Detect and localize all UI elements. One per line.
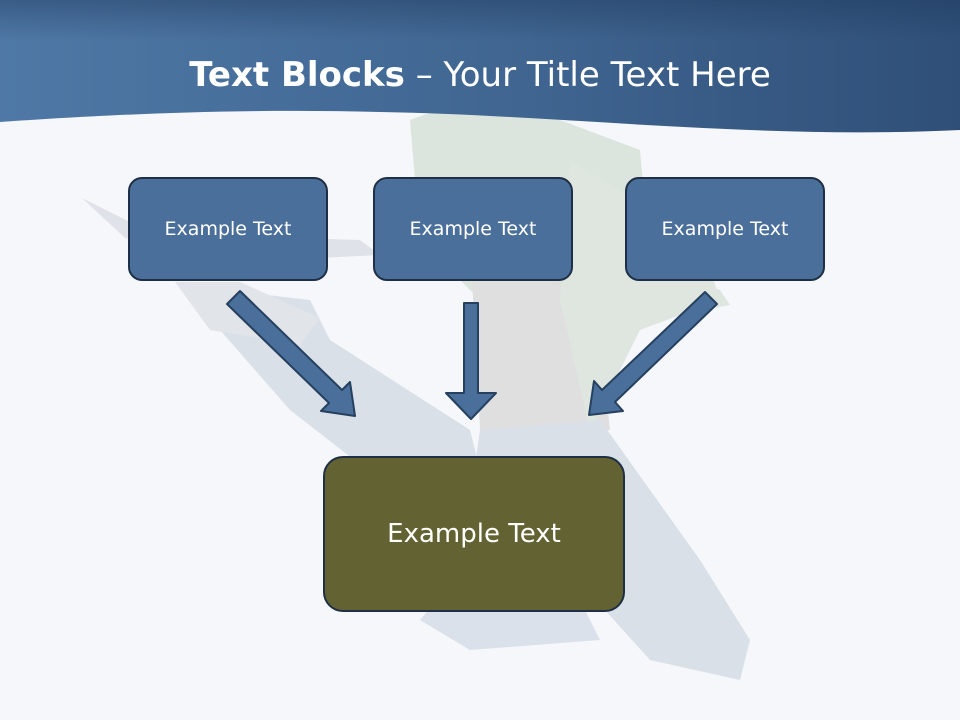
- text-box-middle[interactable]: Example Text: [373, 177, 573, 281]
- arrow-down-left-icon: [588, 291, 718, 416]
- text-box-bottom[interactable]: Example Text: [323, 456, 625, 612]
- title-bold: Text Blocks: [189, 55, 405, 95]
- arrow-down-right-icon: [226, 290, 356, 417]
- text-box-left-label: Example Text: [164, 218, 292, 240]
- title-rest: – Your Title Text Here: [404, 55, 771, 95]
- text-box-right-label: Example Text: [661, 218, 789, 240]
- text-box-right[interactable]: Example Text: [625, 177, 825, 281]
- text-box-left[interactable]: Example Text: [128, 177, 328, 281]
- text-box-bottom-label: Example Text: [387, 519, 561, 549]
- arrow-down-icon: [445, 302, 497, 420]
- text-box-middle-label: Example Text: [409, 218, 537, 240]
- slide-title: Text Blocks – Your Title Text Here: [0, 54, 960, 96]
